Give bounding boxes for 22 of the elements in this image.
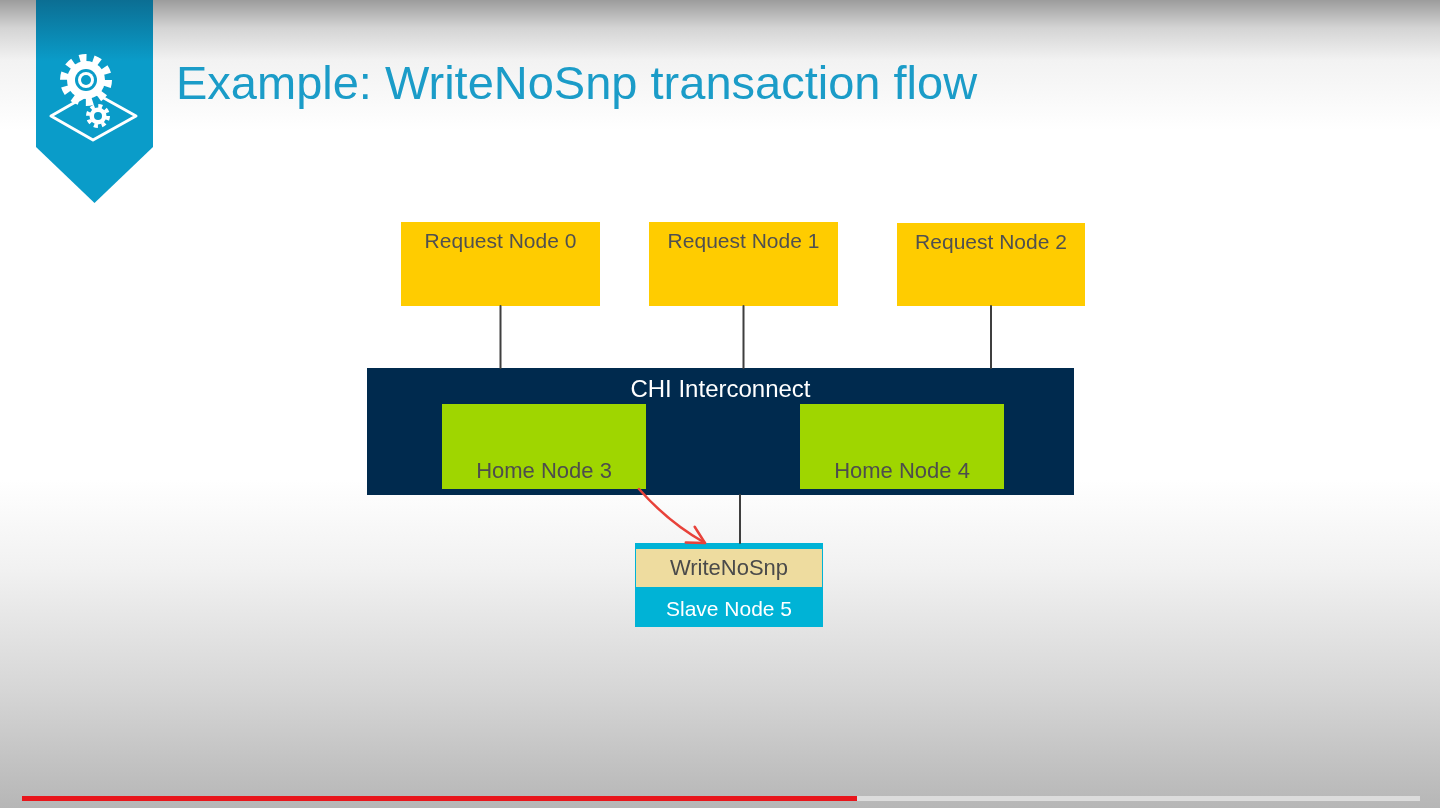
home-node-box: [800, 404, 1004, 489]
request-node-box: [401, 222, 600, 306]
interconnect-box: [367, 368, 1074, 495]
node-label: Home Node 4: [834, 457, 970, 484]
request-node-box: [897, 223, 1085, 306]
node-label: Request Node 2: [915, 229, 1067, 255]
node-label: Home Node 3: [476, 457, 612, 484]
connector-line: [742, 305, 745, 369]
home-node-box: [442, 404, 646, 489]
message-box: [636, 549, 822, 587]
slave-node-box: [635, 543, 823, 627]
request-node-box: [649, 222, 838, 306]
node-label: Request Node 0: [424, 228, 577, 254]
connector-line: [499, 305, 502, 369]
node-label: Request Node 1: [667, 228, 820, 254]
message-label: WriteNoSnp: [669, 554, 789, 582]
slide-title: Example: WriteNoSnp transaction flow: [176, 56, 978, 111]
connector-line: [990, 305, 992, 369]
connector-line: [739, 494, 741, 544]
arrow: [637, 487, 707, 545]
interconnect-label: CHI Interconnect: [630, 375, 811, 404]
node-label: Slave Node 5: [665, 595, 793, 621]
